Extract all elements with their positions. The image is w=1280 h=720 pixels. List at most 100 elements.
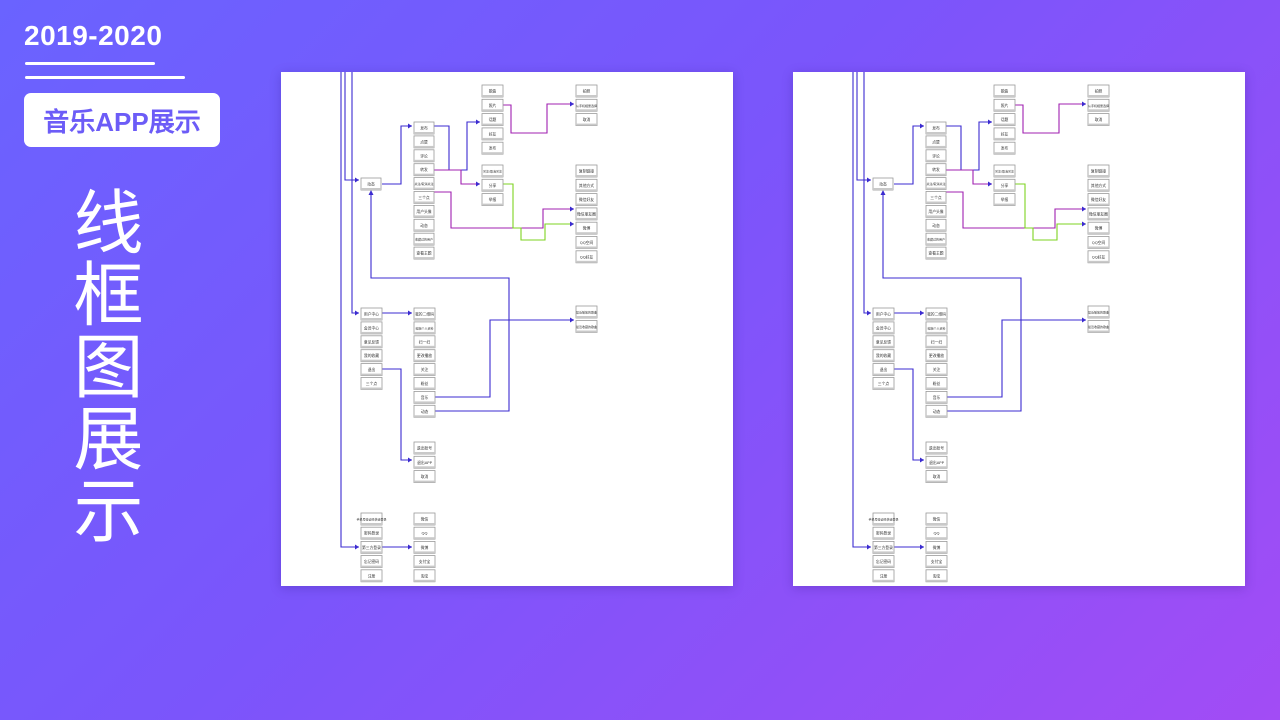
- node-shadow: [873, 188, 893, 190]
- wireframe-node: 我的二维码: [925, 307, 948, 321]
- wireframe-node: 编辑个人资料: [925, 321, 948, 335]
- node-shadow: [576, 123, 597, 126]
- node-shadow: [873, 387, 894, 390]
- node-shadow: [414, 331, 435, 334]
- node-shadow: [576, 246, 597, 249]
- arrowhead: [476, 181, 480, 187]
- wireframe-node: 照片: [993, 98, 1016, 112]
- node-label: 其他方式: [579, 183, 594, 188]
- node-label: 转发: [932, 167, 940, 172]
- wireframe-node: 发布: [481, 141, 504, 155]
- wireframe-node: 评论: [925, 149, 947, 163]
- wireframe-node: 用户中心: [872, 307, 895, 321]
- node-label: 好友: [1001, 131, 1009, 136]
- node-label: 从手机相册选择: [1088, 103, 1109, 108]
- node-label: 会员中心: [364, 325, 379, 330]
- node-label: 最近播放的歌曲: [1088, 310, 1109, 315]
- node-shadow: [482, 109, 503, 112]
- node-label: 关注: [933, 367, 941, 372]
- node-shadow: [926, 159, 946, 162]
- node-shadow: [873, 331, 894, 334]
- wireframe-node: 退出账号: [413, 441, 436, 455]
- node-label: 退出APP: [417, 460, 432, 465]
- node-shadow: [926, 331, 947, 334]
- node-shadow: [873, 373, 894, 376]
- node-label: 我的收藏: [876, 353, 891, 358]
- node-label: 支付宝: [931, 559, 943, 564]
- arrowhead: [867, 177, 871, 183]
- connector-dynamic-to-actions: [382, 125, 412, 185]
- wireframe-node: 最近收藏的歌曲: [1087, 320, 1110, 333]
- node-label: 取消: [583, 117, 591, 122]
- node-shadow: [482, 189, 503, 192]
- node-shadow: [361, 345, 382, 348]
- node-shadow: [873, 551, 894, 554]
- node-label: QQ好友: [1092, 254, 1106, 259]
- arrowhead: [988, 119, 992, 125]
- wireframe-node: 关注: [413, 363, 436, 377]
- wireframe-node: 关注/取消关注: [925, 177, 947, 190]
- node-shadow: [414, 159, 434, 162]
- wireframe-node: 从手机相册选择: [575, 98, 598, 112]
- node-label: 举报: [1001, 197, 1009, 202]
- wireframe-node: 分享: [481, 178, 504, 192]
- divider-short: [25, 62, 155, 65]
- wireframe-panel-left: 动态发布点赞评论转发关注/取消关注三个点用户头像动态收藏过的用户查看主题歌曲照片…: [281, 72, 733, 586]
- node-shadow: [994, 123, 1015, 126]
- wireframe-node: 注册: [360, 569, 383, 583]
- node-shadow: [873, 359, 894, 362]
- wireframe-node: 更改播放: [925, 349, 948, 363]
- node-label: 收藏过的用户: [927, 237, 945, 242]
- connector-trunk-to-login: [852, 72, 871, 548]
- wireframe-node: 微信: [925, 512, 948, 526]
- node-shadow: [1088, 203, 1109, 206]
- node-label: 用户头像: [928, 209, 943, 214]
- connector-exit-to-logout: [894, 368, 924, 461]
- node-label: 我的收藏: [364, 353, 379, 358]
- node-shadow: [994, 95, 1015, 97]
- node-label: 取消: [421, 474, 429, 479]
- wireframe-node: 评论: [413, 149, 435, 163]
- wireframe-node: 动态: [872, 177, 894, 191]
- connector-trunk-to-login: [340, 72, 359, 548]
- wireframe-node: 手机号验证码快速登录: [868, 512, 899, 526]
- node-label: 动态: [879, 182, 887, 187]
- node-box: [360, 540, 383, 554]
- wireframe-node: QQ好友: [575, 250, 598, 264]
- wireframe-node: 忘记密码: [360, 555, 383, 569]
- node-box: [481, 98, 504, 112]
- node-shadow: [1088, 246, 1109, 249]
- wireframe-node: 转发: [925, 163, 947, 177]
- node-label: 微信朋友圈: [1089, 211, 1108, 216]
- wireframe-node: 三个点: [872, 377, 895, 390]
- arrowhead: [1082, 317, 1086, 323]
- wireframe-node: 动态: [413, 218, 435, 232]
- wireframe-node: 从手机相册选择: [1087, 98, 1110, 112]
- node-label: 密码登录: [876, 531, 891, 536]
- node-label: 照片: [1001, 103, 1009, 108]
- connector-trunk-to-user: [863, 178, 871, 314]
- node-label: 忘记密码: [364, 559, 379, 564]
- node-label: 意见反馈: [876, 339, 891, 344]
- year-range: 2019-2020: [24, 20, 163, 51]
- node-label: 发布: [420, 126, 428, 131]
- wireframe-node: 取消: [1087, 113, 1110, 126]
- connector-forward-to-follow: [946, 169, 992, 185]
- node-shadow: [414, 257, 434, 260]
- wireframe-node: 关注/取消关注: [413, 177, 435, 190]
- node-label: 发布: [489, 146, 497, 151]
- node-shadow: [926, 243, 946, 246]
- node-label: 三个点: [418, 195, 430, 200]
- node-label: 发布: [1001, 146, 1009, 151]
- node-label: 话题: [1001, 117, 1009, 122]
- node-shadow: [414, 229, 434, 232]
- wireframe-node: 点赞: [413, 135, 435, 149]
- arrowhead: [355, 310, 359, 316]
- node-shadow: [414, 373, 435, 376]
- node-shadow: [926, 318, 947, 320]
- node-shadow: [926, 201, 946, 204]
